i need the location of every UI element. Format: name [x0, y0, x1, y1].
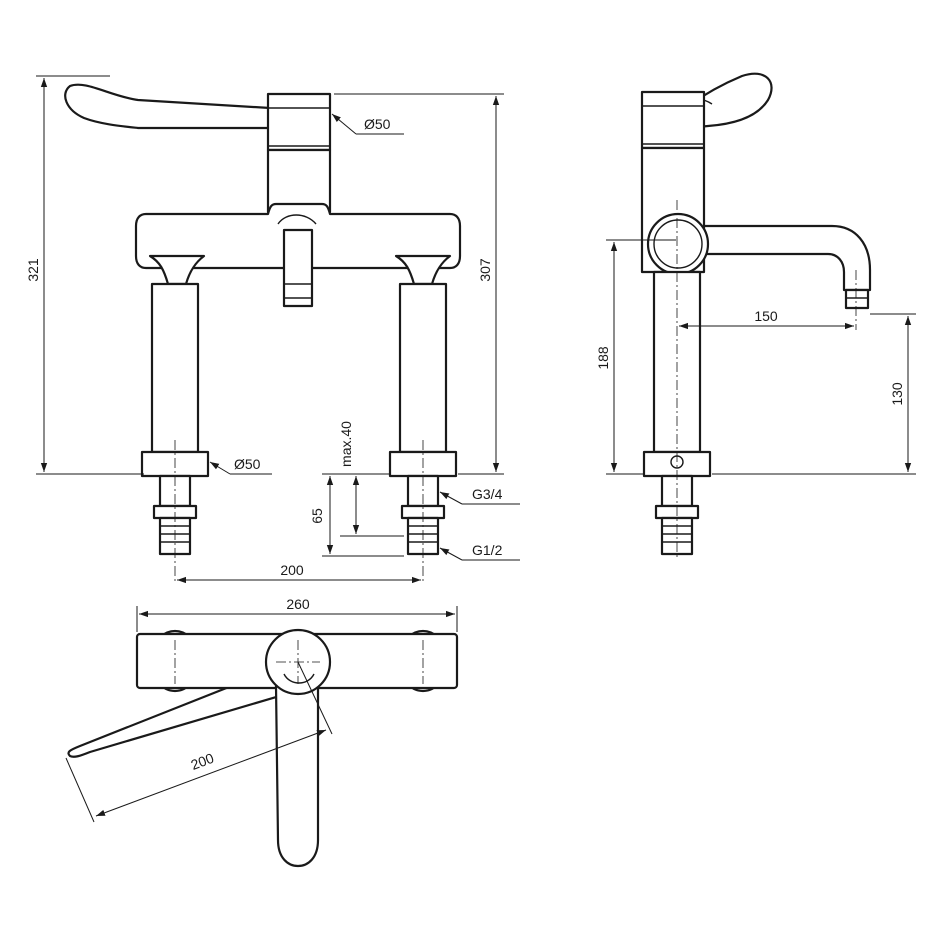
front-right-pillar	[398, 282, 448, 454]
label-height-body: 307	[477, 258, 493, 282]
top-dimensions: 260 200	[65, 596, 458, 823]
label-centres: 200	[280, 562, 304, 578]
front-spout-nozzle	[282, 228, 314, 308]
front-dimensions: 321 307 Ø50 Ø50 max.40 65 G3/4 G1/2	[25, 75, 520, 584]
side-spout	[702, 224, 872, 292]
front-view	[64, 83, 462, 584]
top-view	[67, 628, 459, 868]
label-spout-reach: 150	[754, 308, 778, 324]
side-body-boss	[646, 212, 710, 276]
front-mixer-body	[266, 148, 332, 214]
label-base-diameter: Ø50	[234, 456, 261, 472]
label-spout-clearance: 130	[889, 382, 905, 406]
side-lever-handle	[686, 72, 773, 130]
front-right-flange	[394, 254, 452, 286]
label-body-width: 260	[286, 596, 310, 612]
top-lever-rest	[274, 684, 320, 868]
label-height-total: 321	[25, 258, 41, 282]
label-lever-length: 200	[189, 750, 217, 773]
front-lever-handle	[64, 83, 272, 130]
label-thread-lower: G1/2	[472, 542, 503, 558]
label-shank-length: 65	[309, 508, 325, 524]
front-cartridge-cap	[266, 92, 332, 152]
side-cartridge-cap	[640, 90, 706, 150]
label-max-deck: max.40	[338, 421, 354, 467]
side-dimensions: 188 150 130	[595, 239, 916, 475]
label-handle-diameter: Ø50	[364, 116, 391, 132]
side-spout-aerator	[844, 288, 870, 310]
front-left-flange	[148, 254, 206, 286]
top-cartridge-mark	[283, 673, 315, 684]
side-view	[640, 72, 872, 560]
label-thread-upper: G3/4	[472, 486, 503, 502]
front-left-pillar	[150, 282, 200, 454]
label-outlet-height: 188	[595, 346, 611, 370]
